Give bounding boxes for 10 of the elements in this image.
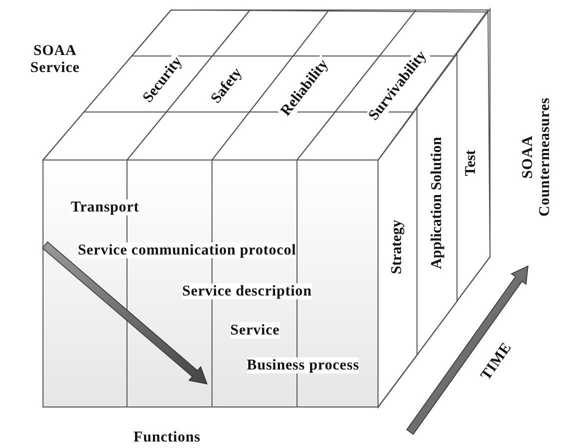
text-label: Service (230, 322, 280, 338)
text-label: Service communication protocol (78, 242, 296, 258)
text-label: Functions (134, 429, 200, 446)
text-label: SOAA Countermeasures (520, 97, 553, 217)
band-label: Application Solution (428, 134, 446, 272)
text-label: SOAA Service (30, 42, 80, 76)
text-label: Transport (70, 199, 140, 216)
band-label: Strategy (388, 218, 406, 276)
text-label: Service description (182, 283, 312, 300)
text-label: Business process (246, 357, 360, 374)
